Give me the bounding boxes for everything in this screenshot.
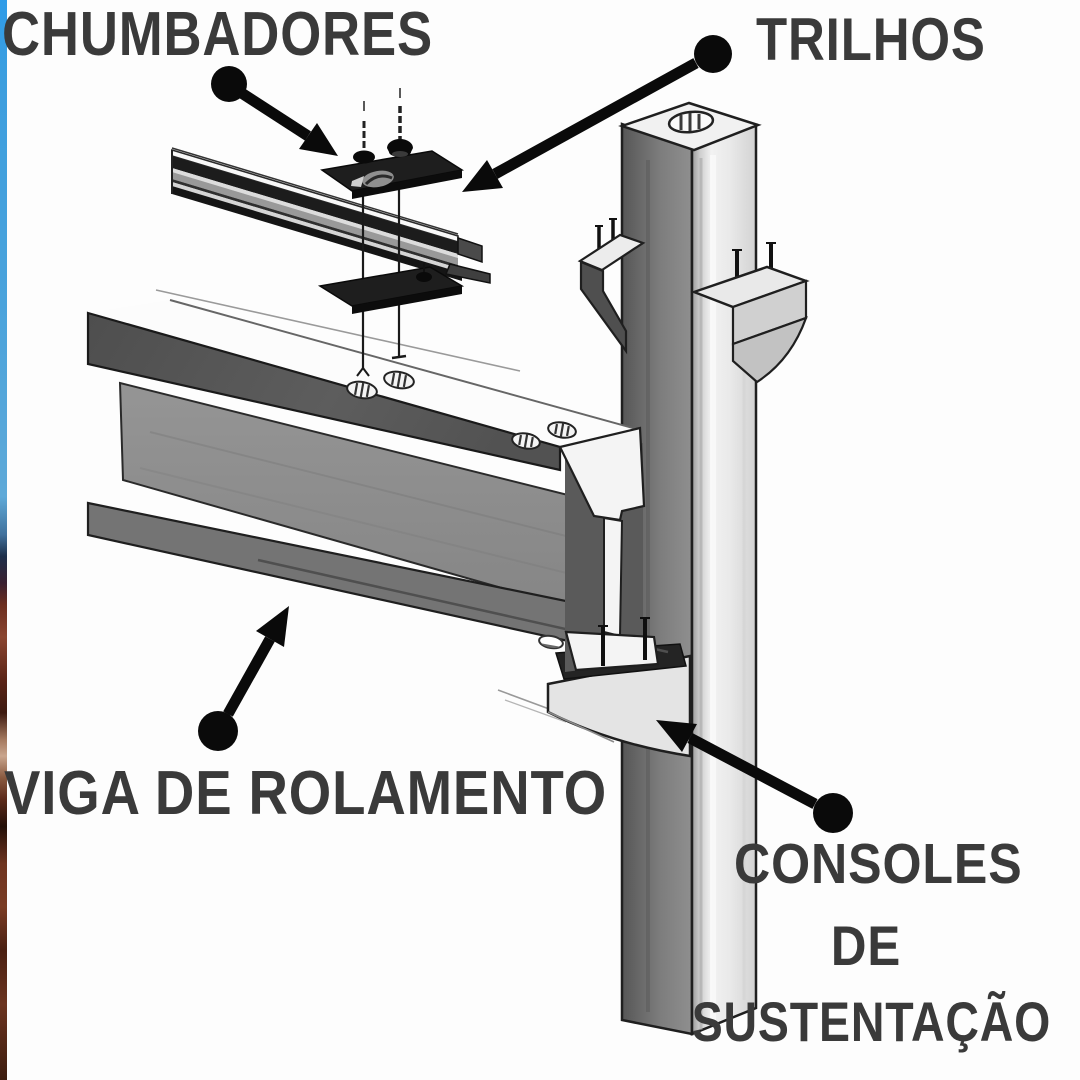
annotation-arrows [198,35,853,833]
corbel-sketch-line [504,699,567,723]
washer [392,151,408,157]
column-right-cap [690,242,810,384]
seat-anchor-pins [598,617,650,666]
rail-end-head [457,236,483,264]
arrow-viga-de-rolamento [198,606,289,751]
clamp-bolts [353,88,413,164]
label-consoles-line3: SUSTENTAÇÃO [691,990,1052,1053]
bolt-head [353,150,375,164]
label-consoles-line2: DE [830,914,902,977]
beam-end-top-flange [558,426,646,522]
label-viga-de-rolamento: VIGA DE ROLAMENTO [4,759,608,828]
runway-beam [86,289,669,672]
rail-assembly [171,88,491,377]
column-left-cap [577,218,646,355]
lower-clamp-plate [317,262,465,314]
arrow-consoles [656,720,853,833]
beam-top-backline [155,289,521,372]
arrow-trilhos [462,35,732,192]
rail-clamp-plate [320,150,465,199]
column-top-hole [667,110,715,134]
support-corbel [497,654,692,758]
label-trilhos: TRILHOS [756,6,986,73]
beam-top-face [88,300,640,447]
beam-top-holes [346,370,577,450]
label-chumbadores: CHUMBADORES [2,0,433,69]
label-consoles-line1: CONSOLES [734,832,1023,896]
beam-end-hole [538,634,564,650]
beam-top-flange-edge [86,311,562,472]
beam-end-web [603,516,624,638]
column [577,101,810,1036]
left-edge-stripe [0,0,7,1080]
arrow-chumbadores [211,66,338,156]
rail-end-foot [444,263,491,284]
beam-end-bottom-flange [564,630,660,672]
crane-rail [171,147,491,284]
